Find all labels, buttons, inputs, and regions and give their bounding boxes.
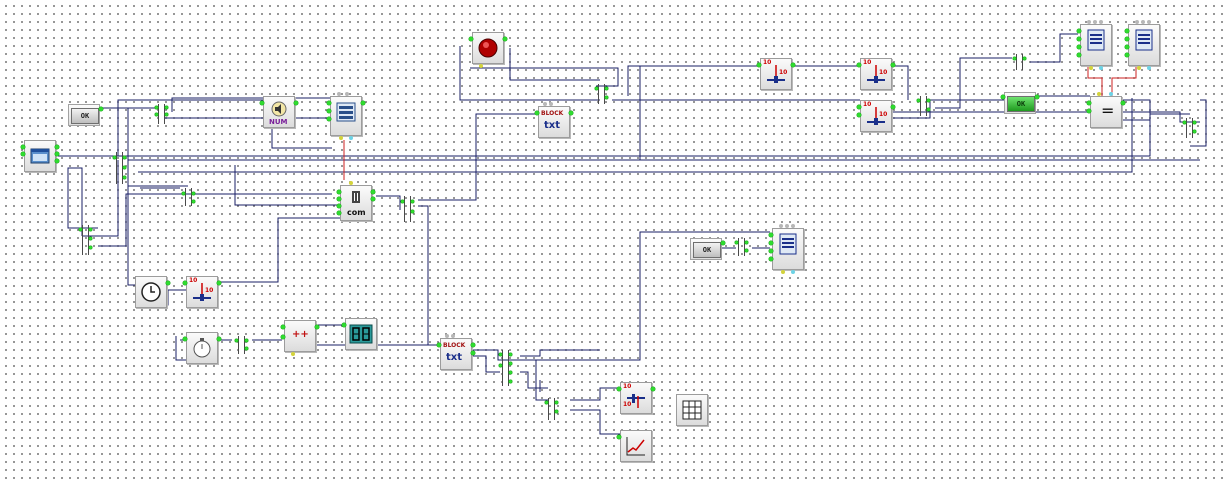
serial-port-icon <box>352 191 360 203</box>
graph-block[interactable] <box>617 430 652 462</box>
splitter-block <box>235 336 248 354</box>
grid-icon <box>682 400 702 420</box>
seven-segment-icon <box>349 324 373 344</box>
txt-label: txt <box>446 352 463 363</box>
tick-label: 10 <box>863 59 872 66</box>
text-block[interactable]: BLOCK txt <box>535 102 573 138</box>
num-sound-block[interactable]: NUM <box>260 96 298 128</box>
window-block[interactable] <box>21 140 59 172</box>
splitter-block <box>545 398 558 420</box>
slider-icon <box>867 107 885 125</box>
splitter-block <box>182 188 195 206</box>
red-stop-icon <box>478 38 498 58</box>
clock-block[interactable] <box>135 276 170 308</box>
text-block[interactable]: BLOCK txt <box>437 334 475 370</box>
splitter-block <box>735 238 748 256</box>
equals-compare-block[interactable]: = <box>1087 92 1125 128</box>
splitter-block <box>113 152 126 184</box>
splitter-block <box>595 84 608 104</box>
splitter-block <box>917 96 930 116</box>
document-display-block[interactable] <box>1125 20 1160 70</box>
slider-block[interactable]: 10 10 <box>183 276 221 308</box>
window-icon <box>30 148 50 164</box>
list-display-block[interactable] <box>327 92 365 140</box>
document-display-block[interactable] <box>1077 20 1112 70</box>
ok-button[interactable]: OK <box>1007 96 1035 112</box>
tick-label: 10 <box>879 111 888 118</box>
com-label: com <box>347 208 366 217</box>
splitter-block <box>499 350 512 386</box>
splitter-block <box>1183 118 1196 138</box>
speaker-icon <box>271 101 287 117</box>
ok-button-block[interactable]: OK <box>1001 92 1039 114</box>
tick-label: 10 <box>189 277 198 284</box>
numeric-display-block[interactable] <box>342 318 377 350</box>
slider-icon <box>867 65 885 83</box>
com-port-block[interactable]: com <box>337 181 375 221</box>
splitter-block <box>79 225 92 255</box>
ok-button-block[interactable]: OK <box>690 238 725 260</box>
block-label: BLOCK <box>443 342 466 349</box>
grid-table-block[interactable] <box>676 394 708 426</box>
slider-block[interactable]: 10 10 <box>857 100 895 132</box>
ok-button-block[interactable]: OK <box>68 104 103 126</box>
tick-label: 10 <box>779 69 788 76</box>
tick-label: 10 <box>205 287 214 294</box>
ok-button[interactable]: OK <box>71 108 99 124</box>
document-display-block[interactable] <box>769 224 804 274</box>
tick-label: 10 <box>623 401 632 408</box>
tick-label: 10 <box>763 59 772 66</box>
graph-icon <box>626 437 645 456</box>
document-icon <box>1135 29 1153 51</box>
stopwatch-icon <box>193 338 211 358</box>
tick-label: 10 <box>863 101 872 108</box>
stopwatch-block[interactable] <box>183 332 221 364</box>
list-icon <box>336 102 356 122</box>
splitter-block <box>155 104 168 124</box>
document-icon <box>779 233 797 255</box>
plus-label: ++ <box>292 329 309 340</box>
slider-block[interactable]: 10 10 <box>857 58 895 90</box>
slider-block[interactable]: 10 10 <box>757 58 795 90</box>
txt-label: txt <box>544 120 561 131</box>
equals-label: = <box>1101 101 1115 120</box>
splitter-block <box>401 196 414 222</box>
document-icon <box>1087 29 1105 51</box>
increment-block[interactable]: ++ <box>281 320 319 356</box>
tick-label: 10 <box>623 383 632 390</box>
block-label: BLOCK <box>541 110 564 117</box>
stop-button-block[interactable] <box>469 32 507 68</box>
num-label: NUM <box>269 118 288 126</box>
ok-button[interactable]: OK <box>693 242 721 258</box>
slider-icon <box>193 283 211 301</box>
range-slider-icon <box>627 394 645 408</box>
slider-icon <box>767 65 785 83</box>
range-slider-block[interactable]: 10 10 <box>617 382 655 414</box>
splitter-block <box>1013 54 1026 70</box>
tick-label: 10 <box>879 69 888 76</box>
clock-icon <box>141 282 161 302</box>
